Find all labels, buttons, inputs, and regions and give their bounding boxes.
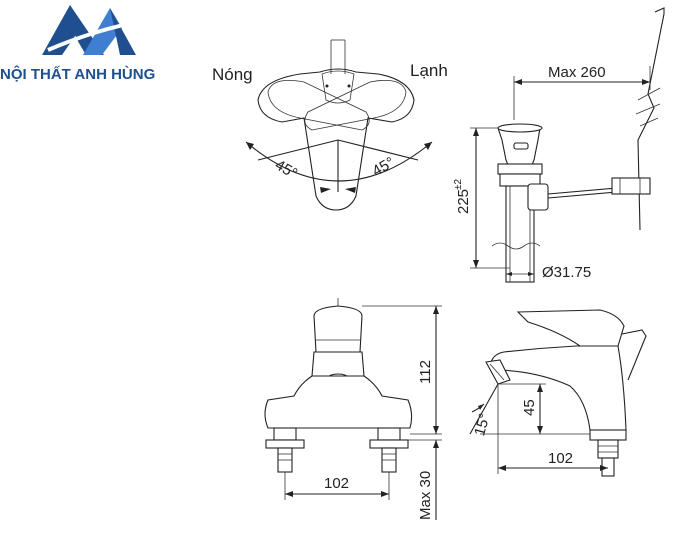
drain-height-label: 225 xyxy=(455,189,472,214)
drain-height-tolerance: ±2 xyxy=(453,179,464,190)
side-reach-label: 102 xyxy=(548,450,573,467)
top-view xyxy=(245,39,433,211)
front-height-label: 112 xyxy=(417,360,434,384)
spout-height-label: 45 xyxy=(521,399,538,416)
front-spacing-label: 102 xyxy=(324,475,349,492)
spout-angle-label: 15° xyxy=(471,411,493,437)
angle-left-label: 45° xyxy=(272,156,300,182)
brand-logo xyxy=(42,5,139,55)
drain-diameter-label: Ø31.75 xyxy=(542,264,591,281)
front-max-depth-label: Max 30 xyxy=(417,471,434,520)
side-view xyxy=(469,309,647,477)
hot-label: Nóng xyxy=(212,65,253,84)
cold-label: Lạnh xyxy=(410,61,448,80)
brand-name: NỘI THẤT ANH HÙNG xyxy=(0,65,155,83)
front-view xyxy=(264,298,442,520)
max-reach-label: Max 260 xyxy=(548,64,606,81)
drain-assembly xyxy=(470,7,665,283)
